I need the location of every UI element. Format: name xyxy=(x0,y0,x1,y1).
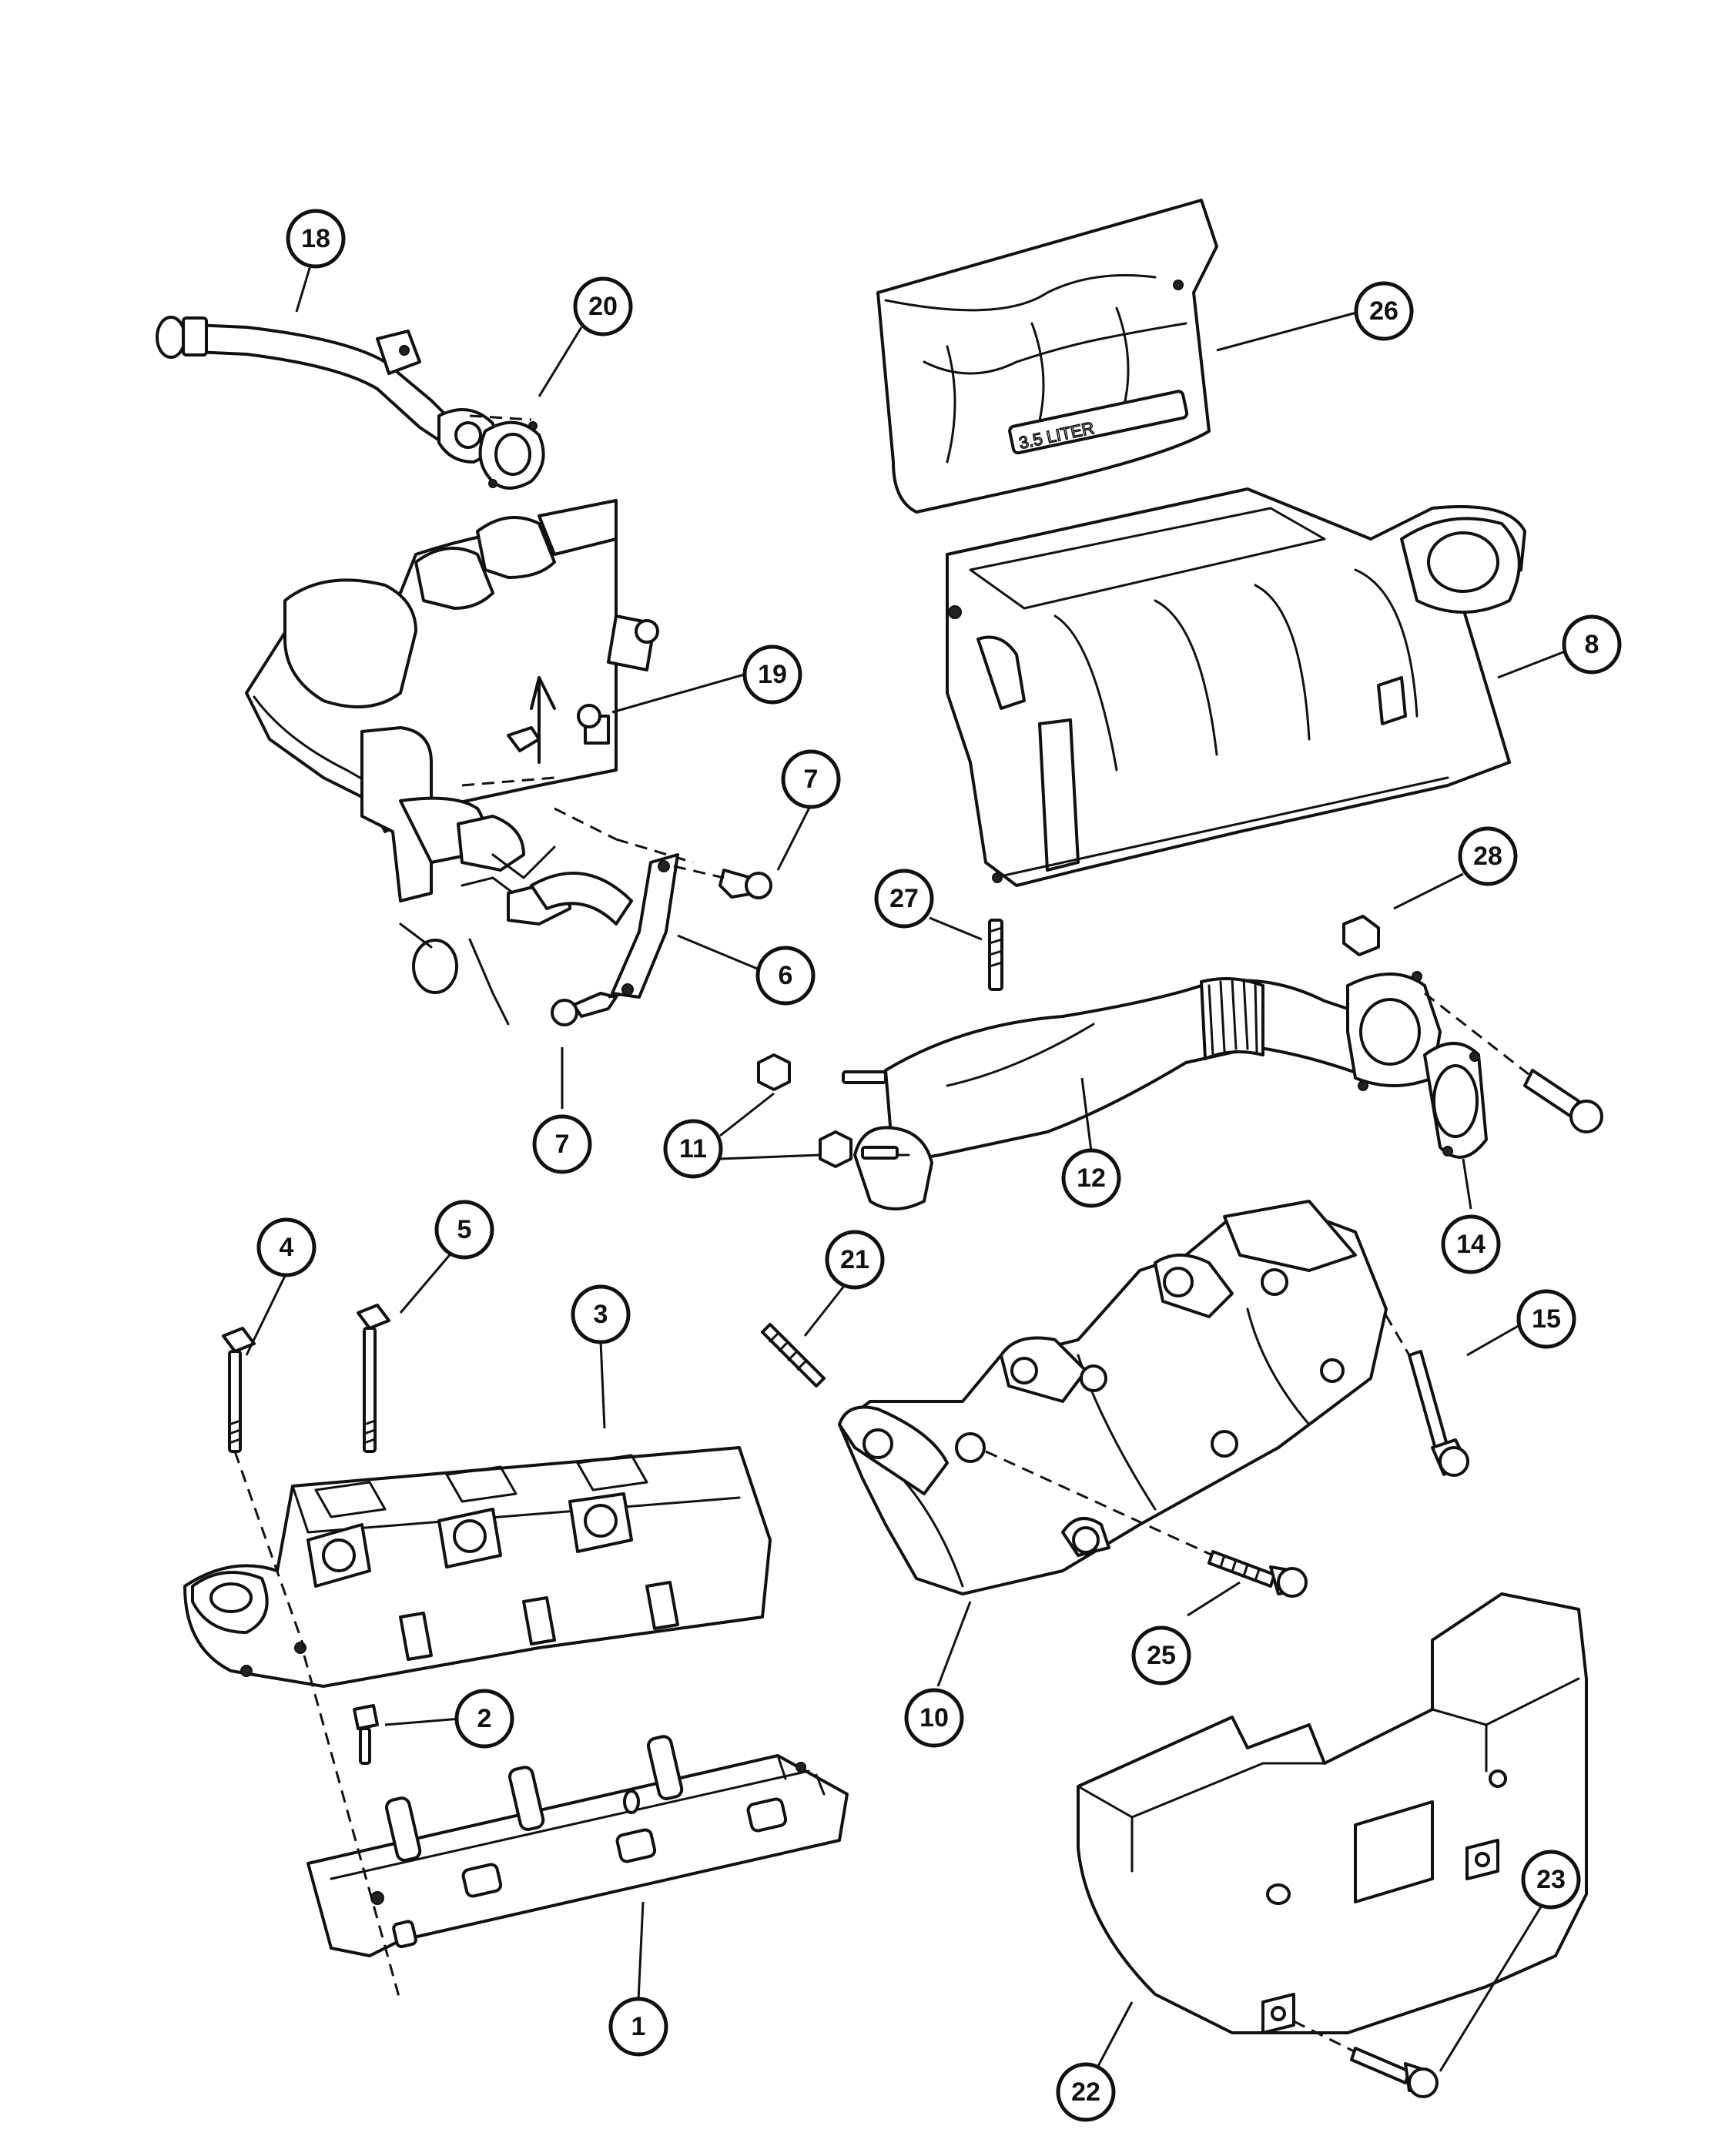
part-15-bolt xyxy=(1354,1262,1469,1477)
callout-circle xyxy=(904,1688,964,1748)
part-23-bolt xyxy=(1293,2020,1439,2098)
callout-circle xyxy=(1516,1289,1576,1349)
callout-4: 4 xyxy=(256,1217,317,1277)
callout-5: 5 xyxy=(434,1200,494,1260)
callout-22: 22 xyxy=(1056,2062,1116,2122)
callout-label: 25 xyxy=(1147,1641,1176,1670)
callout-label: 21 xyxy=(840,1245,869,1274)
part-22-heat-shield xyxy=(1077,1592,1588,2034)
callout-circle xyxy=(1131,1625,1191,1686)
callout-circle xyxy=(755,946,816,1006)
part-28-nut xyxy=(1342,915,1380,956)
part-6-bracket xyxy=(611,853,725,999)
callout-label: 10 xyxy=(919,1703,949,1732)
callout-circle xyxy=(1562,614,1622,675)
callout-circle xyxy=(663,1119,723,1179)
callout-label: 5 xyxy=(457,1215,472,1244)
egr-lower-assembly xyxy=(245,499,694,1026)
callout-label: 15 xyxy=(1532,1304,1561,1334)
callout-7: 7 xyxy=(532,1114,592,1174)
part-1-intake-gasket xyxy=(303,1655,849,2003)
part-10-exhaust-manifold xyxy=(838,1200,1388,1595)
callout-7: 7 xyxy=(781,749,841,809)
part-21-stud xyxy=(761,1323,826,1388)
callout-label: 19 xyxy=(758,660,787,689)
callout-12: 12 xyxy=(1061,1148,1121,1208)
gasket-bolt xyxy=(1424,992,1603,1133)
callout-circle xyxy=(286,209,346,269)
callout-28: 28 xyxy=(1458,826,1518,886)
part-7-bolt-upper xyxy=(718,869,772,899)
callout-label: 26 xyxy=(1369,296,1398,326)
callout-19: 19 xyxy=(742,644,802,705)
callout-15: 15 xyxy=(1516,1289,1576,1349)
callout-14: 14 xyxy=(1441,1214,1501,1274)
callout-10: 10 xyxy=(904,1688,964,1748)
callout-circle xyxy=(874,869,934,929)
callout-layer: 18 20 26 19 8 7 28 27 6 7 11 12 14 4 5 3 21 15 2 25 10 23 1 22 xyxy=(256,209,1622,2122)
callout-label: 27 xyxy=(889,884,919,913)
part-27-stud xyxy=(988,919,1003,991)
callout-circle xyxy=(1056,2062,1116,2122)
callout-circle xyxy=(1061,1148,1121,1208)
callout-circle xyxy=(825,1230,885,1290)
callout-3: 3 xyxy=(571,1284,631,1344)
part-18-coolant-tube xyxy=(156,316,497,464)
callout-circle xyxy=(571,1284,631,1344)
callout-label: 1 xyxy=(631,2012,646,2041)
callout-label: 12 xyxy=(1077,1163,1106,1193)
part-12-crossover-pipe xyxy=(853,971,1442,1210)
part-2-screw xyxy=(353,1704,379,1765)
callout-label: 14 xyxy=(1456,1230,1486,1259)
callout-label: 28 xyxy=(1473,842,1502,871)
part-26-engine-cover: 3.5 LITER xyxy=(876,199,1218,514)
callout-label: 20 xyxy=(588,292,618,321)
callout-circle xyxy=(532,1114,592,1174)
callout-circle xyxy=(454,1689,514,1749)
callout-circle xyxy=(781,749,841,809)
part-8-upper-intake-manifold xyxy=(946,487,1526,887)
callout-circle xyxy=(608,1997,668,2057)
part-25-bolt xyxy=(985,1450,1308,1598)
callout-20: 20 xyxy=(573,276,633,336)
leader-lines xyxy=(245,265,1568,2072)
callout-21: 21 xyxy=(825,1230,885,1290)
callout-label: 7 xyxy=(555,1130,570,1159)
callout-18: 18 xyxy=(286,209,346,269)
callout-circle xyxy=(573,276,633,336)
callout-11: 11 xyxy=(663,1119,723,1179)
callout-circle xyxy=(1354,281,1414,341)
part-11-nuts xyxy=(757,1053,899,1168)
callout-circle xyxy=(256,1217,317,1277)
callout-23: 23 xyxy=(1521,1850,1581,1910)
callout-2: 2 xyxy=(454,1689,514,1749)
callout-label: 2 xyxy=(477,1704,492,1733)
part-3-lower-intake-manifold xyxy=(183,1446,772,1688)
part-20-gasket xyxy=(469,414,545,490)
callout-8: 8 xyxy=(1562,614,1622,675)
callout-circle xyxy=(1458,826,1518,886)
callout-label: 23 xyxy=(1536,1865,1566,1894)
callout-label: 8 xyxy=(1585,630,1599,659)
callout-1: 1 xyxy=(608,1997,668,2057)
part-5-bolt xyxy=(357,1304,390,1453)
callout-26: 26 xyxy=(1354,281,1414,341)
callout-label: 7 xyxy=(804,765,819,794)
part-7-bolt-lower xyxy=(551,992,628,1026)
part-14-gasket xyxy=(1423,1042,1488,1159)
callout-label: 18 xyxy=(301,224,330,253)
callout-circle xyxy=(742,644,802,705)
callout-6: 6 xyxy=(755,946,816,1006)
callout-circle xyxy=(1441,1214,1501,1274)
callout-label: 6 xyxy=(779,961,793,990)
callout-label: 3 xyxy=(594,1300,608,1329)
callout-27: 27 xyxy=(874,869,934,929)
callout-label: 22 xyxy=(1071,2077,1100,2107)
callout-circle xyxy=(1521,1850,1581,1910)
callout-label: 4 xyxy=(280,1233,294,1262)
callout-25: 25 xyxy=(1131,1625,1191,1686)
callout-label: 11 xyxy=(679,1134,707,1163)
callout-circle xyxy=(434,1200,494,1260)
